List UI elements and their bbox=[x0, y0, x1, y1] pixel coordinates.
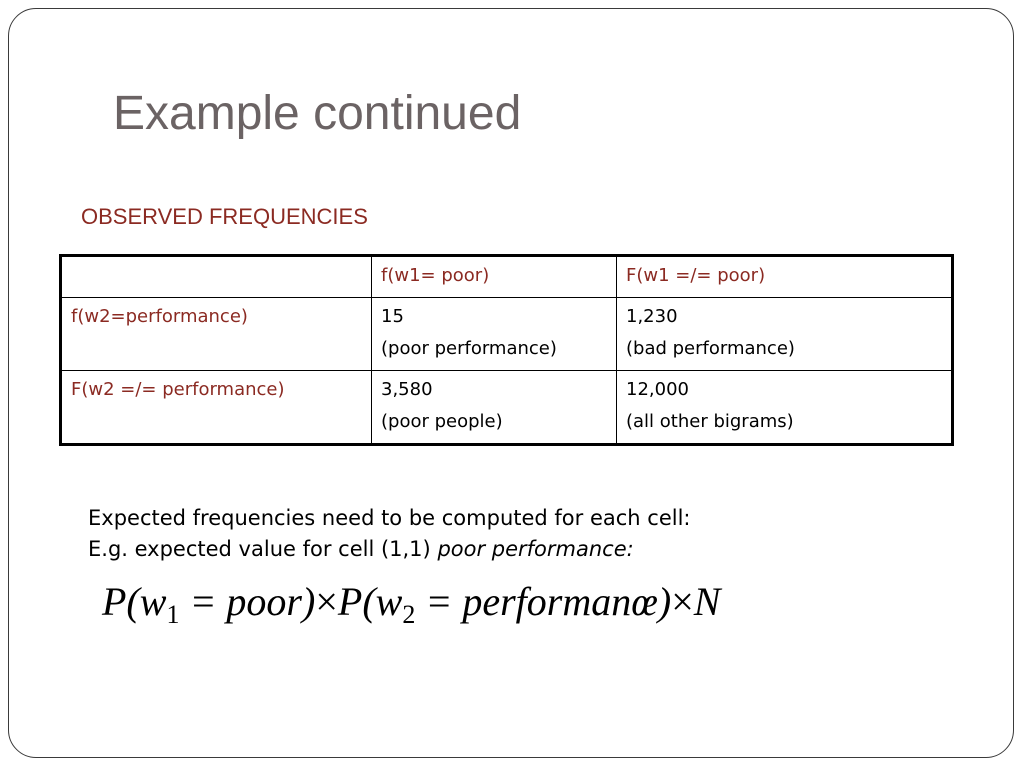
cell-note: (bad performance) bbox=[626, 338, 795, 359]
formula-times: × bbox=[671, 579, 694, 624]
expected-value-formula: P(w1 = poor)×P(w2 = performanœ)×N bbox=[102, 578, 720, 630]
table-header-row: f(w1= poor) F(w1 =/= poor) bbox=[60, 255, 953, 298]
header-cell-w1-not-poor: F(w1 =/= poor) bbox=[616, 255, 953, 298]
explanation-line-2-emphasis: poor performance: bbox=[437, 537, 634, 561]
explanation-line-2-prefix: E.g. expected value for cell (1,1) bbox=[88, 537, 431, 561]
cell-note: (all other bigrams) bbox=[626, 411, 794, 432]
table-cell: 12,000 (all other bigrams) bbox=[616, 370, 953, 445]
formula-part: = poor) bbox=[179, 579, 316, 624]
table-cell: 3,580 (poor people) bbox=[371, 370, 617, 445]
formula-part: P(w bbox=[337, 579, 403, 624]
table-row: F(w2 =/= performance) 3,580 (poor people… bbox=[60, 370, 953, 445]
cell-value: 3,580 bbox=[381, 379, 433, 400]
table-row: f(w2=performance) 15 (poor performance) … bbox=[60, 297, 953, 371]
explanation-line-1: Expected frequencies need to be computed… bbox=[88, 506, 691, 530]
cell-value: 15 bbox=[381, 306, 404, 327]
header-cell-w1-poor: f(w1= poor) bbox=[371, 255, 617, 298]
header-cell-empty bbox=[60, 255, 372, 298]
formula-part: = performanœ) bbox=[415, 579, 672, 624]
table-caption: OBSERVED FREQUENCIES bbox=[81, 204, 368, 229]
formula-part: P(w bbox=[102, 579, 167, 624]
formula-times: × bbox=[315, 579, 338, 624]
cell-note: (poor people) bbox=[381, 411, 503, 432]
cell-note: (poor performance) bbox=[381, 338, 557, 359]
table-cell: 15 (poor performance) bbox=[371, 297, 617, 371]
formula-subscript: 2 bbox=[402, 600, 416, 629]
explanation-text: Expected frequencies need to be computed… bbox=[88, 503, 691, 565]
frequency-table: f(w1= poor) F(w1 =/= poor) f(w2=performa… bbox=[59, 254, 954, 446]
formula-part: N bbox=[693, 579, 721, 624]
row-label-performance: f(w2=performance) bbox=[60, 297, 372, 371]
row-label-not-performance: F(w2 =/= performance) bbox=[60, 370, 372, 445]
cell-value: 12,000 bbox=[626, 379, 689, 400]
explanation-line-2: E.g. expected value for cell (1,1) poor … bbox=[88, 534, 691, 565]
table-cell: 1,230 (bad performance) bbox=[616, 297, 953, 371]
cell-value: 1,230 bbox=[626, 306, 678, 327]
formula-subscript: 1 bbox=[166, 600, 180, 629]
slide-title: Example continued bbox=[113, 87, 522, 140]
